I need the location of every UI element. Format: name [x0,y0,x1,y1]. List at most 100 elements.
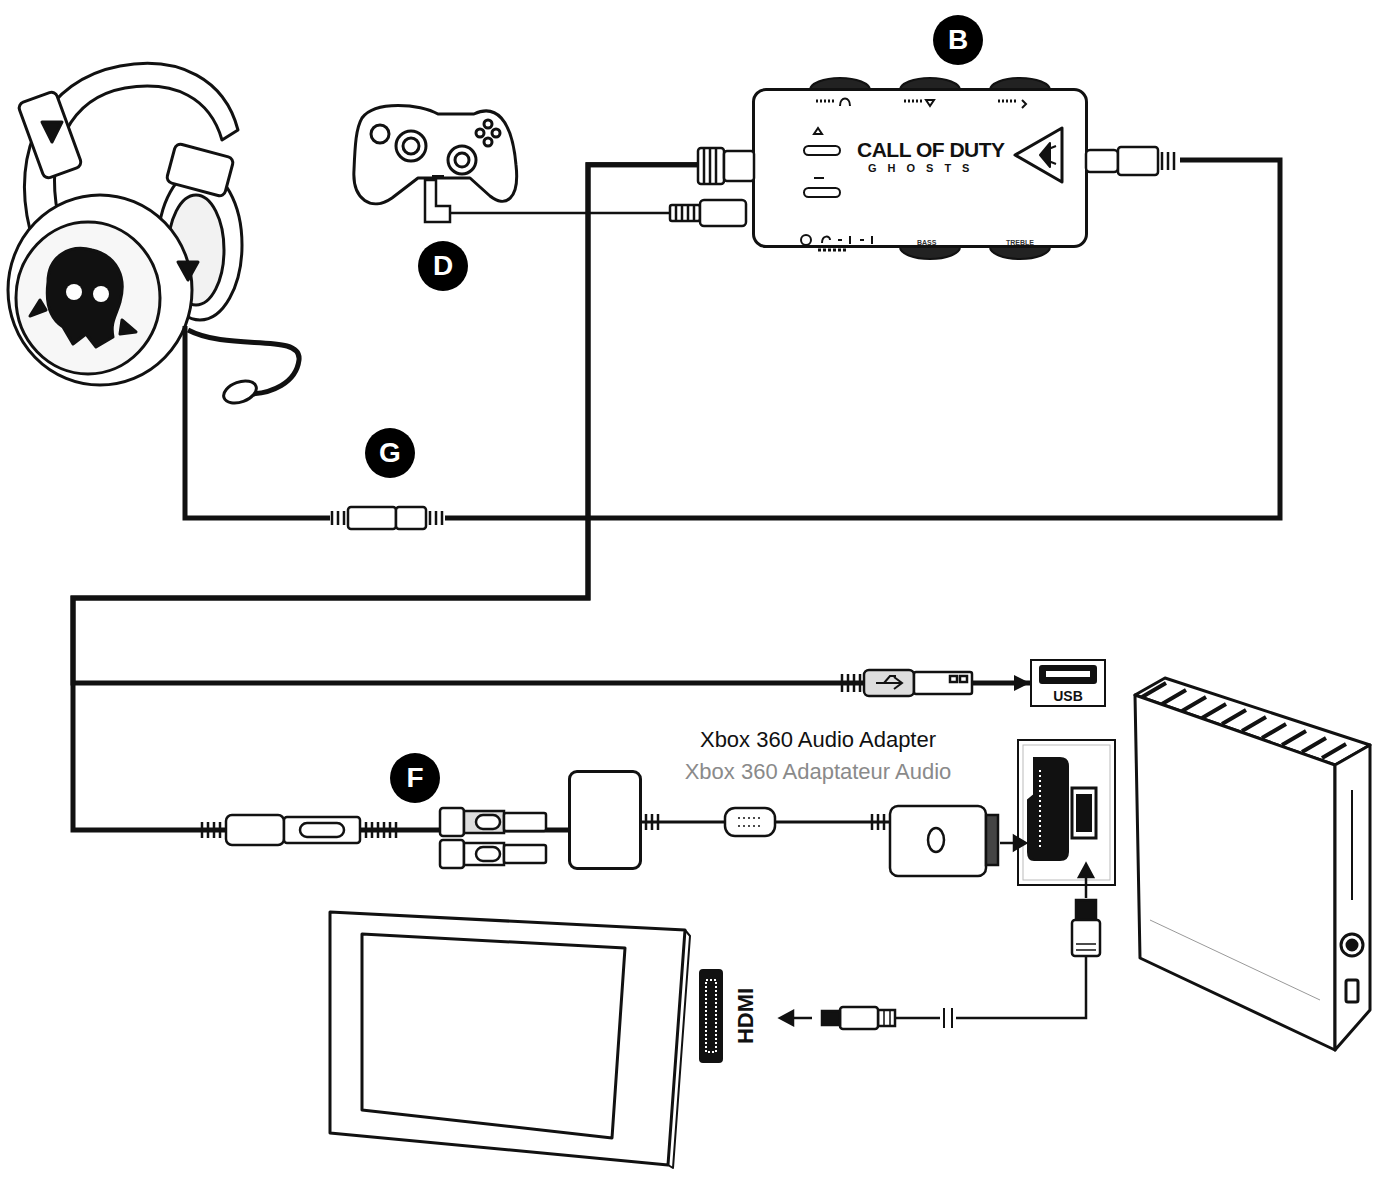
av-plug [890,806,998,876]
rca-cable-connector-f [202,822,220,838]
rca-plug [504,845,546,863]
adapter-cable-parts [738,818,762,826]
adapter-cable-parts [646,814,658,830]
xbox-console [1135,695,1335,1050]
controller [492,129,500,137]
television [330,912,690,1168]
xbox-console [1142,683,1346,758]
rca-cable-connector-f [300,823,344,837]
headset [221,377,260,407]
rca-plug [440,808,546,868]
callout-letter: D [418,241,468,291]
controller-plug [425,180,450,222]
controller [354,106,517,204]
headset [158,170,242,320]
amp-controls [818,249,846,252]
direction-arrow [792,1017,812,1020]
usb-plug [864,670,914,696]
amp-connector [698,148,724,184]
controller-plug [700,200,746,226]
controller [403,138,419,154]
rca-cable-connector-f [226,815,284,845]
amp-connector [724,151,754,181]
xbox-port-panel [1018,740,1115,885]
xbox-port-panel [1018,740,1115,885]
callout-letter: B [933,15,983,65]
controller [484,138,492,146]
callout-letter: F [390,753,440,803]
adapter-cable-parts [646,808,884,836]
hdmi-cable [895,1017,940,1020]
inline-connector-g [430,511,442,525]
brand-triangle [1040,143,1056,167]
brand-triangle [1015,128,1062,182]
rca-plug [464,843,504,865]
inline-connector-g [396,507,426,529]
rca-cable-connector-f [284,817,360,843]
controller [396,131,426,161]
adapter-cable-parts [872,814,884,830]
audio-adapter: Xbox 360 Audio AdapterXbox 360 Adaptateu… [568,770,642,870]
controller [371,125,389,143]
usb-plug [960,676,967,682]
xbox-console [1150,920,1320,1000]
cable-connector [73,165,752,830]
hdmi-plug [884,1010,890,1026]
port-label: USB [1032,689,1104,703]
hdmi-plug [840,1007,878,1029]
brand-logo: CALL OF DUTY [857,139,1005,160]
xbox-port-panel [1028,758,1068,860]
direction-arrow [1079,864,1093,877]
xbox-console [1341,934,1363,956]
usb-socket [1046,671,1090,677]
adapter-cable-parts [725,808,775,836]
av-plug [986,815,998,865]
rca-plug [440,808,464,836]
brand-subtitle: GHOSTS [868,163,980,174]
hdmi-plug [1076,900,1096,920]
headset [8,63,299,407]
amp-connector [698,147,1174,184]
knob-label: BASS [917,239,936,246]
amp-connector [1086,150,1118,172]
controller [432,175,444,177]
headset [166,143,234,197]
controller-plug [425,180,746,226]
controller-cable [448,212,670,215]
amp-controls [816,100,1016,103]
av-plug [928,828,944,852]
hdmi-plug [822,900,1100,1029]
knob-label: TREBLE [1006,239,1034,246]
headset [178,262,198,280]
controller-cable [448,212,670,215]
hdmi-cable [895,956,1086,1018]
headset [24,63,238,230]
hdmi-cable [956,956,1086,1018]
headset [47,248,122,347]
part-name: Xbox 360 Adaptateur Audio [685,761,952,783]
direction-arrow [1000,842,1016,845]
controller [484,120,492,128]
inline-connector-g [332,511,344,525]
amp-controls [801,99,1026,251]
direction-arrow [780,1011,793,1025]
cable-connector [73,165,1030,683]
rca-cable-connector-f [366,822,396,838]
headset [16,222,160,374]
headset-cable [185,160,1280,518]
usb-port: USB [1030,659,1106,707]
amp-controls [804,146,840,155]
xbox-console [1135,678,1370,765]
direction-arrow [780,836,1093,1025]
port-label: HDMI [735,988,757,1044]
hdmi-plug [822,1011,840,1025]
headset [168,195,224,305]
television [330,912,685,1165]
usb-plug [842,670,972,696]
headset [18,91,83,180]
direction-arrow [1014,836,1026,850]
